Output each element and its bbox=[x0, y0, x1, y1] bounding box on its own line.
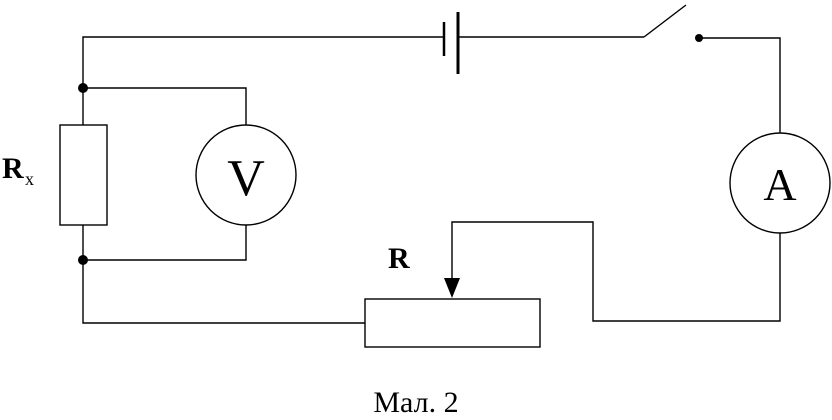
figure-caption: Мал. 2 bbox=[373, 386, 458, 419]
junction-bottom bbox=[78, 255, 88, 265]
wire-top-left bbox=[82, 36, 444, 88]
resistor-rx-label: R bbox=[2, 152, 24, 185]
wire-bottom-left bbox=[82, 260, 365, 324]
rheostat-slider-arrow bbox=[444, 278, 460, 298]
wire-right-bottom bbox=[451, 221, 781, 322]
ammeter-label: A bbox=[763, 159, 796, 210]
rheostat-label: R bbox=[388, 242, 410, 275]
wire-top-right bbox=[699, 37, 781, 133]
wire-voltmeter-bottom bbox=[83, 225, 247, 261]
rheostat bbox=[364, 298, 541, 348]
wire-voltmeter-top bbox=[83, 87, 247, 125]
junction-top bbox=[78, 83, 88, 93]
resistor-rx-subscript: x bbox=[25, 169, 34, 189]
voltmeter-label: V bbox=[227, 150, 265, 207]
switch-blade bbox=[643, 4, 687, 38]
resistor-rx bbox=[59, 124, 108, 226]
